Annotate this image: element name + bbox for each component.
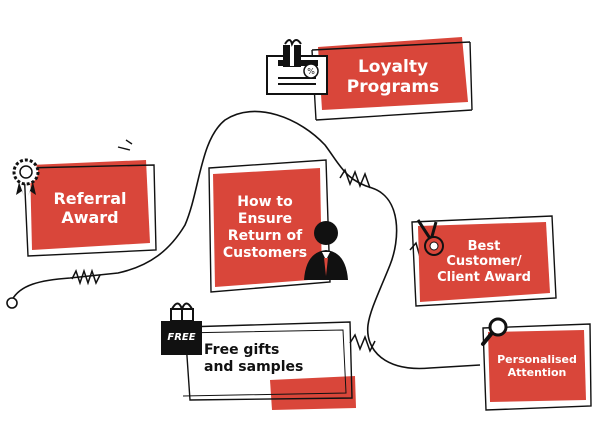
svg-text:%: % <box>307 67 315 76</box>
node-box <box>213 168 322 287</box>
businessman-icon <box>304 221 348 280</box>
magnifier-icon <box>481 317 508 346</box>
accent-dash <box>117 146 131 151</box>
path-start-dot <box>6 297 18 309</box>
squiggle <box>339 168 371 189</box>
node-box <box>270 376 356 410</box>
node-personalised <box>481 317 592 411</box>
free-gift-icon <box>161 302 202 355</box>
node-loyalty: % <box>266 37 473 121</box>
node-outline <box>411 215 557 307</box>
squiggle <box>349 333 376 353</box>
medal-icon <box>416 219 444 256</box>
node-free <box>161 302 356 410</box>
award-rosette-icon <box>12 158 40 196</box>
node-outline <box>208 159 331 293</box>
free-badge: FREE <box>167 332 196 343</box>
gift-voucher-icon: % <box>266 39 328 95</box>
node-box <box>30 160 150 250</box>
node-center <box>208 159 348 293</box>
node-box <box>318 37 468 110</box>
node-outline <box>179 329 347 397</box>
squiggle <box>71 268 101 286</box>
node-box <box>488 330 586 402</box>
accent-dash <box>125 139 133 145</box>
node-outline <box>184 321 353 401</box>
node-outline <box>311 41 473 121</box>
node-outline <box>23 164 157 257</box>
connector-path <box>11 110 481 370</box>
node-referral <box>12 158 157 257</box>
node-best <box>411 215 557 307</box>
node-outline <box>482 323 592 411</box>
node-box <box>418 222 550 302</box>
